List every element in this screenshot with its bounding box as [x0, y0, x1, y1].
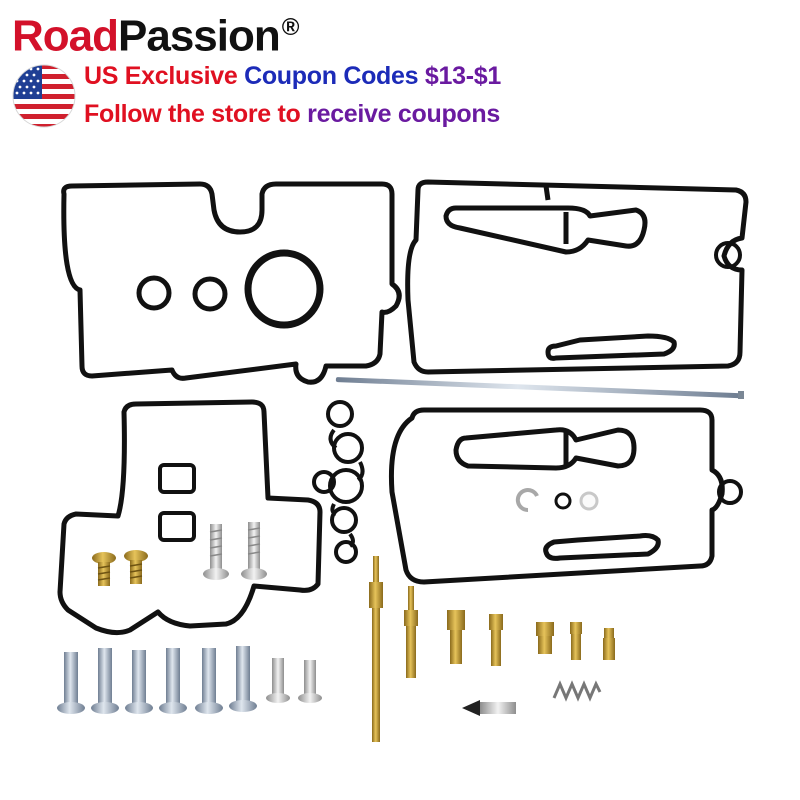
- gasket-bottom-right: [388, 407, 725, 585]
- promo-coupon-codes: Coupon Codes: [244, 62, 425, 90]
- gasket-top-right: [405, 179, 749, 375]
- silver-screw-1: [203, 524, 229, 580]
- gasket-hole-top-right: [714, 241, 742, 269]
- zinc-screws-row: [57, 646, 322, 714]
- brass-needle-long: [369, 556, 383, 742]
- brand-name-road: Road: [12, 11, 119, 61]
- gasket-chain: [312, 400, 365, 564]
- brass-jet-4: [536, 622, 554, 654]
- needle-rod: [335, 377, 744, 399]
- promo-amount: $13-$1: [424, 62, 501, 90]
- promo-follow-store: Follow the store to: [84, 100, 308, 128]
- registered-mark: ®: [281, 14, 300, 41]
- gasket-bottom-left: [57, 399, 323, 636]
- promo-line-coupon: US Exclusive Coupon Codes $13-$1: [84, 62, 501, 91]
- brass-jet-1: [404, 586, 418, 678]
- gasket-hole-bottom-right: [717, 479, 743, 505]
- silver-screw-2: [241, 522, 267, 580]
- promo-line-follow: Follow the store to receive coupons: [84, 100, 500, 129]
- brass-jet-2: [447, 610, 465, 664]
- promo-receive-coupons: receive coupons: [307, 100, 500, 128]
- promo-us-exclusive: US Exclusive: [84, 62, 245, 90]
- o-ring-small-2: [192, 276, 228, 312]
- us-flag-icon: [12, 64, 76, 128]
- gasket-float-bowl-large: [61, 181, 402, 385]
- gasket-square-1: [158, 463, 196, 494]
- float-needle-valve: [462, 700, 516, 716]
- brand-name-passion: Passion: [118, 11, 281, 61]
- o-ring-small-1: [136, 275, 172, 311]
- brass-jet-3: [489, 614, 503, 666]
- e-clip: [515, 488, 539, 513]
- brass-screw-1: [92, 552, 116, 586]
- o-ring-tiny-white: [579, 491, 599, 511]
- o-ring-tiny-black: [554, 492, 572, 510]
- spring: [552, 680, 602, 702]
- brass-jet-6: [603, 628, 615, 660]
- brand-logo: RoadPassion®: [12, 2, 300, 63]
- brass-jet-5: [570, 622, 582, 660]
- brass-screw-2: [124, 550, 148, 584]
- gasket-square-2: [158, 511, 196, 542]
- o-ring-large: [244, 249, 324, 329]
